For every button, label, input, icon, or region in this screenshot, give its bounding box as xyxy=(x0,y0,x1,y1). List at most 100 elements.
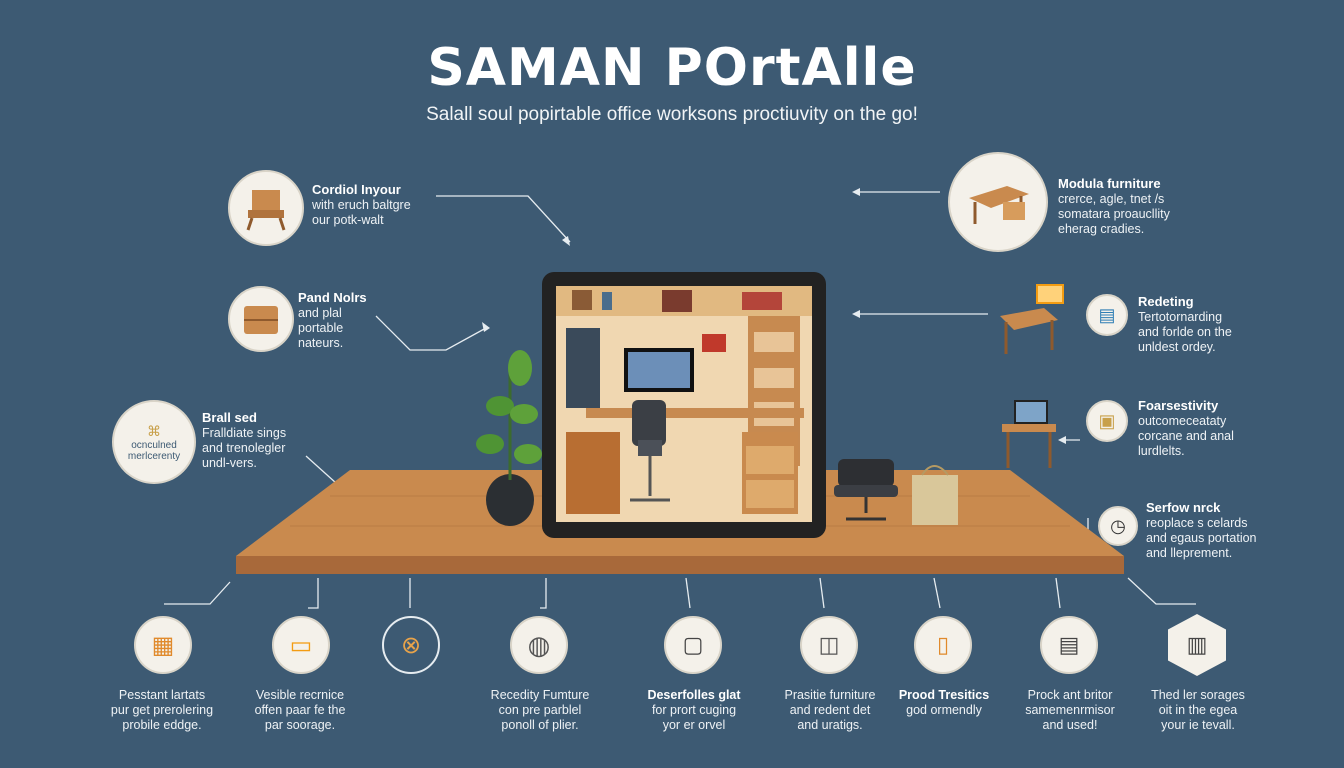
item-title: Deserfolles glat xyxy=(647,688,741,702)
badge-icon: ⌘ xyxy=(147,422,161,439)
planner-icon: ▦ xyxy=(151,631,175,659)
monitor-icon: ▭ xyxy=(289,631,313,659)
feature-line: our potk-walt xyxy=(312,213,384,227)
bottom-item-7: Prood Tresitics god ormendly xyxy=(874,688,1014,718)
item-line: Thed ler sorages xyxy=(1151,688,1245,702)
page-subtitle: Salall soul popirtable office worksons p… xyxy=(426,104,918,125)
feature-title: Brall sed xyxy=(202,410,257,425)
item-line: Recedity Fumture xyxy=(490,688,590,702)
badge-feature-circle: ⌘ ocnculned merlcerenty xyxy=(112,400,196,484)
bottom-circle-8: ▤ xyxy=(1040,616,1098,674)
item-line: probile eddge. xyxy=(122,718,202,732)
feature-line: portable xyxy=(298,321,344,335)
feature-title: Redeting xyxy=(1138,294,1194,309)
left-feature-1: Cordiol Inyour with eruch baltgre our po… xyxy=(312,182,452,228)
plant-illustration xyxy=(476,350,542,526)
feature-title: Foarsestivity xyxy=(1138,398,1219,413)
item-line: oit in the egea xyxy=(1158,703,1238,717)
right-feature-1: Modula furniture crerce, agle, tnet /s s… xyxy=(1058,176,1208,237)
feature-title: Pand Nolrs xyxy=(298,290,367,305)
item-line: for prort cuging xyxy=(651,703,737,717)
page-title: SAMAN POrtAlle xyxy=(427,38,917,98)
feature-line: outcomeceataty xyxy=(1138,414,1227,428)
tablet-phone-icon: ▯ xyxy=(936,632,950,657)
certificate-icon: ▣ xyxy=(1098,410,1116,431)
compass-icon: ⊗ xyxy=(400,631,422,659)
feature-title: Modula furniture xyxy=(1058,176,1161,191)
item-line: Prasitie furniture xyxy=(784,688,876,702)
right-feature-3: Foarsestivity outcomeceataty corcane and… xyxy=(1138,398,1288,459)
item-title: Prood Tresitics xyxy=(898,688,990,702)
bottom-item-1: Pesstant lartats pur get prerolering pro… xyxy=(92,688,232,733)
item-line: your ie tevall. xyxy=(1161,718,1235,732)
feature-line: crerce, agle, tnet /s xyxy=(1058,192,1165,206)
bottom-circle-4: ◍ xyxy=(510,616,568,674)
bottom-circle-1: ▦ xyxy=(134,616,192,674)
bottom-circle-6: ◫ xyxy=(800,616,858,674)
item-line: samemenrmisor xyxy=(1025,703,1115,717)
feature-line: somatara proaucllity xyxy=(1058,207,1170,221)
feature-line: corcane and anal xyxy=(1138,429,1234,443)
item-line: par soorage. xyxy=(264,718,336,732)
feature-line: eherag cradies. xyxy=(1058,222,1145,236)
desk-icon xyxy=(969,186,1029,224)
badge-text: merlcerenty xyxy=(127,450,181,462)
item-line: Prock ant britor xyxy=(1027,688,1113,702)
item-line: and uratigs. xyxy=(797,718,863,732)
clock-circle: ◷ xyxy=(1098,506,1138,546)
document-icon: ▤ xyxy=(1098,304,1116,325)
right-feature-4: Serfow nrck reoplace s celards and egaus… xyxy=(1146,500,1306,561)
feature-line: Tertotornarding xyxy=(1138,310,1223,324)
feature-line: with eruch baltgre xyxy=(312,198,411,212)
bottom-circle-2: ▭ xyxy=(272,616,330,674)
storage-box-icon: ▥ xyxy=(1186,632,1208,657)
wooden-box-icon xyxy=(244,306,278,334)
item-line: and redent det xyxy=(789,703,871,717)
bottom-circle-5: ▢ xyxy=(664,616,722,674)
bottom-item-5: Deserfolles glat for prort cuging yor er… xyxy=(624,688,764,733)
feasibility-circle: ▣ xyxy=(1086,400,1128,442)
bottom-item-9: Thed ler sorages oit in the egea your ie… xyxy=(1128,688,1268,733)
item-line: Pesstant lartats xyxy=(118,688,206,702)
feature-line: undl-vers. xyxy=(202,456,257,470)
item-line: Vesible recrnice xyxy=(255,688,345,702)
clock-icon: ◷ xyxy=(1110,515,1126,536)
item-line: and used! xyxy=(1042,718,1098,732)
item-line: ponoll of plier. xyxy=(501,718,579,732)
laptop-desk-illustration xyxy=(1000,284,1064,354)
bottom-item-2: Vesible recrnice offen paar fe the par s… xyxy=(230,688,370,733)
side-table-illustration xyxy=(1002,400,1056,468)
bottom-item-4: Recedity Fumture con pre parblel ponoll … xyxy=(470,688,610,733)
bottom-item-8: Prock ant britor samemenrmisor and used! xyxy=(1000,688,1140,733)
feature-title: Cordiol Inyour xyxy=(312,182,401,197)
badge-text: ocnculned xyxy=(131,439,177,451)
feature-title: Serfow nrck xyxy=(1146,500,1221,515)
feature-line: and trenolegler xyxy=(202,441,286,455)
feature-line: and plal xyxy=(298,306,342,320)
item-line: god ormendly xyxy=(906,703,982,717)
bottom-circle-7: ▯ xyxy=(914,616,972,674)
bottom-item-6: Prasitie furniture and redent det and ur… xyxy=(760,688,900,733)
redeting-circle: ▤ xyxy=(1086,294,1128,336)
item-line: offen paar fe the xyxy=(254,703,346,717)
devices-icon: ▢ xyxy=(682,632,704,657)
chair-feature-circle xyxy=(228,170,304,246)
tablet-office-illustration xyxy=(542,272,826,538)
feature-line: and forlde on the xyxy=(1138,325,1232,339)
item-line: pur get prerolering xyxy=(110,703,214,717)
feature-line: unldest ordey. xyxy=(1138,340,1216,354)
feature-line: lurdlelts. xyxy=(1138,444,1185,458)
globe-icon: ◍ xyxy=(527,629,551,660)
bottom-circle-3: ⊗ xyxy=(382,616,440,674)
left-feature-3: Brall sed Fralldiate sings and trenolegl… xyxy=(202,410,332,471)
right-feature-2: Redeting Tertotornarding and forlde on t… xyxy=(1138,294,1288,355)
furniture-feature-circle xyxy=(948,152,1048,252)
chair-icon xyxy=(246,190,286,231)
feature-line: reoplace s celards xyxy=(1146,516,1248,530)
printer-icon: ▤ xyxy=(1058,632,1080,657)
item-line: con pre parblel xyxy=(498,703,582,717)
box-feature-circle xyxy=(228,286,294,352)
bag-icon: ◫ xyxy=(818,632,840,657)
feature-line: nateurs. xyxy=(298,336,344,350)
feature-line: and lleprement. xyxy=(1146,546,1233,560)
